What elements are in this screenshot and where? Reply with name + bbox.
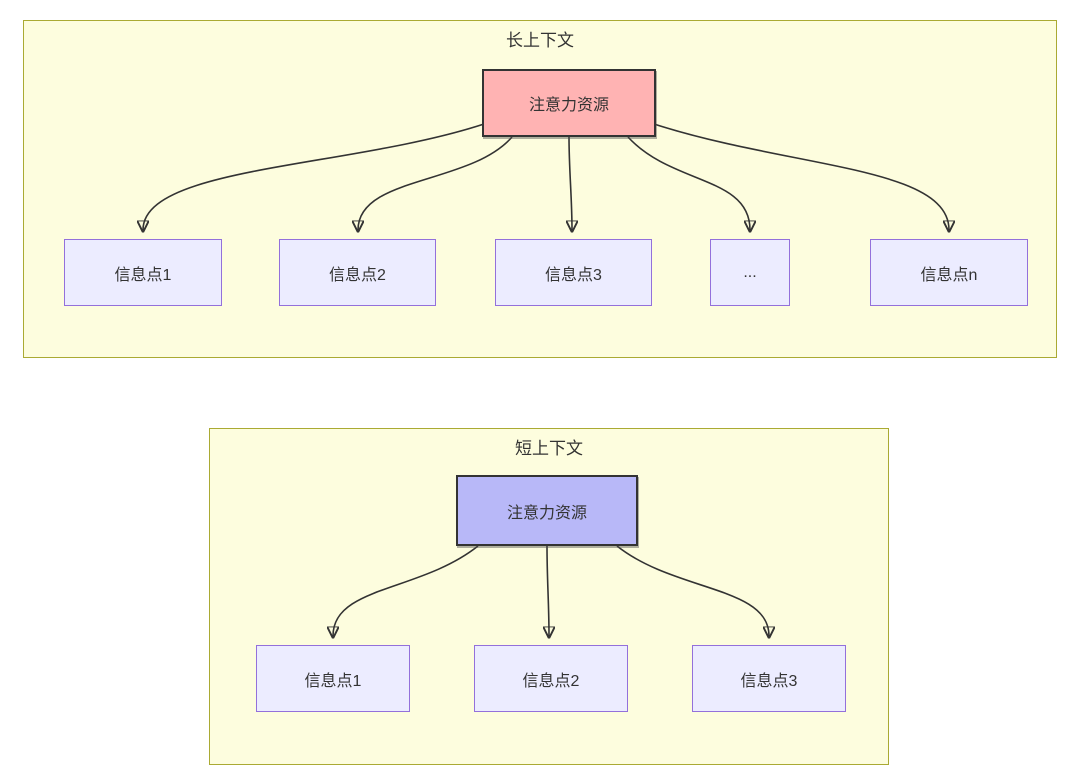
long-info-node-n: 信息点n: [870, 239, 1028, 306]
short-context-title: 短上下文: [515, 439, 583, 458]
long-info-node-1: 信息点1: [64, 239, 222, 306]
short-attention-node: 注意力资源: [456, 475, 638, 546]
short-info-node-3: 信息点3: [692, 645, 846, 712]
short-info-node-1: 信息点1: [256, 645, 410, 712]
long-info-node-2: 信息点2: [279, 239, 436, 306]
long-attention-node: 注意力资源: [482, 69, 656, 137]
long-info-node-ellipsis: ...: [710, 239, 790, 306]
long-context-title: 长上下文: [506, 31, 574, 50]
short-info-node-2: 信息点2: [474, 645, 628, 712]
long-info-node-3: 信息点3: [495, 239, 652, 306]
